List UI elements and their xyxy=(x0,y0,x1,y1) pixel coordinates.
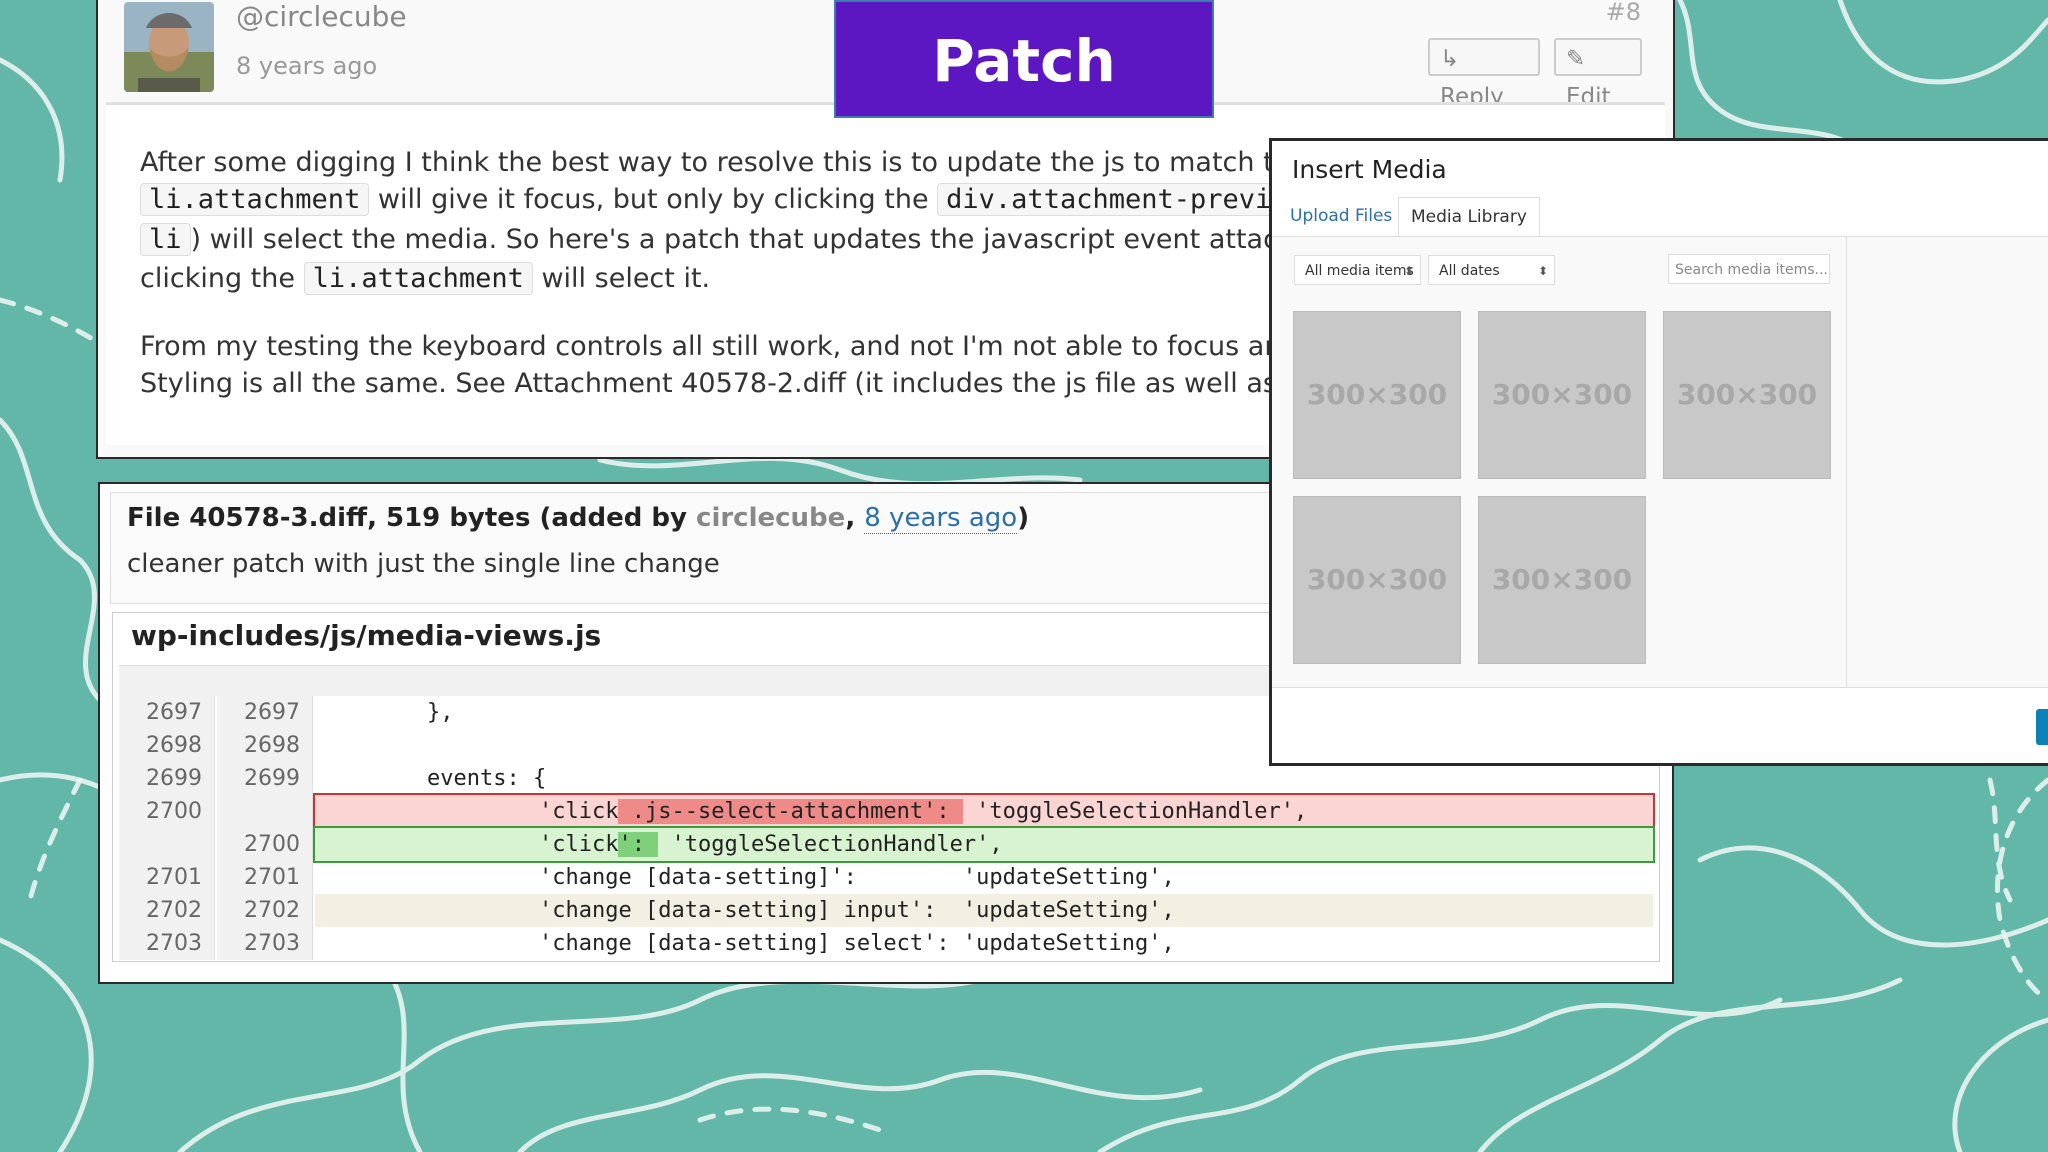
inline-code: li.attachment xyxy=(140,183,370,216)
text: clicking the xyxy=(140,263,304,294)
old-line-number: 2700 xyxy=(119,795,215,828)
media-type-filter[interactable]: All media items⬍ xyxy=(1294,255,1421,285)
removed-text: .js--select-attachment': xyxy=(618,799,963,824)
media-thumbnail[interactable]: 300×300 xyxy=(1293,311,1461,479)
old-line-number xyxy=(119,828,215,861)
search-input[interactable]: Search media items... xyxy=(1668,254,1830,284)
code-line: 'change [data-setting]': 'updateSetting'… xyxy=(539,865,1175,890)
comment-number[interactable]: #8 xyxy=(1605,0,1641,26)
separator: , xyxy=(845,503,865,533)
filter-value: All dates xyxy=(1439,263,1500,279)
inline-code: li xyxy=(140,223,191,256)
comment-time[interactable]: 8 years ago xyxy=(236,52,378,80)
slide-title: Patch xyxy=(834,0,1214,118)
paragraph-1-line-2: li.attachment will give it focus, but on… xyxy=(140,180,1354,219)
new-line-number: 2700 xyxy=(217,828,313,861)
new-line-number: 2703 xyxy=(217,927,313,960)
inline-code: div.attachment-preview xyxy=(937,183,1313,216)
diff-row: 2700 'click .js--select-attachment': 'tog… xyxy=(119,793,1655,830)
added-text: ': xyxy=(618,832,659,857)
media-thumbnail[interactable]: 300×300 xyxy=(1293,496,1461,664)
attachment-description: cleaner patch with just the single line … xyxy=(127,549,720,579)
code-line: }, xyxy=(427,700,454,725)
file-label: File 40578-3.diff, 519 bytes (added by xyxy=(127,503,697,533)
attachment-author[interactable]: circlecube xyxy=(696,503,846,533)
paragraph-1-line-1: After some digging I think the best way … xyxy=(140,147,1395,178)
inline-code: li.attachment xyxy=(303,262,533,295)
tab-media-library[interactable]: Media Library xyxy=(1398,197,1540,237)
code-text: 'toggleSelectionHandler', xyxy=(658,832,1003,857)
old-line-number: 2698 xyxy=(119,729,215,762)
old-line-number: 2703 xyxy=(119,927,215,960)
avatar-image xyxy=(124,2,214,92)
reply-button[interactable]: ↳ Reply xyxy=(1428,38,1540,110)
text: ) will select the media. So here's a pat… xyxy=(190,224,1401,255)
close-paren: ) xyxy=(1017,503,1030,533)
file-path: wp-includes/js/media-views.js xyxy=(131,619,602,652)
text: will give it focus, but only by clicking… xyxy=(369,184,938,215)
chevron-updown-icon: ⬍ xyxy=(1537,264,1548,278)
old-line-number: 2697 xyxy=(119,696,215,729)
chevron-updown-icon: ⬍ xyxy=(1403,264,1414,278)
old-line-number: 2702 xyxy=(119,894,215,927)
divider xyxy=(1272,687,2048,688)
code-text: 'click xyxy=(539,799,619,824)
paragraph-2-line-2: Styling is all the same. See Attachment … xyxy=(140,368,1406,399)
new-line-number: 2699 xyxy=(217,762,313,795)
media-thumbnail[interactable]: 300×300 xyxy=(1663,311,1831,479)
paragraph-2-line-1: From my testing the keyboard controls al… xyxy=(140,331,1374,362)
date-filter[interactable]: All dates ⬍ xyxy=(1428,255,1555,285)
insert-media-modal: Insert Media Upload Files Media Library … xyxy=(1272,141,2048,763)
comment-author[interactable]: @circlecube xyxy=(236,0,407,33)
text: will select it. xyxy=(532,263,711,294)
media-thumbnail[interactable]: 300×300 xyxy=(1478,496,1646,664)
new-line-number: 2701 xyxy=(217,861,313,894)
code-text: 'click xyxy=(539,832,619,857)
media-thumbnail[interactable]: 300×300 xyxy=(1478,311,1646,479)
insert-button[interactable] xyxy=(2036,709,2048,745)
avatar[interactable] xyxy=(124,2,214,92)
modal-title: Insert Media xyxy=(1292,155,1447,184)
diff-panel: File 40578-3.diff, 519 bytes (added by c… xyxy=(100,484,1672,982)
tab-upload-files[interactable]: Upload Files xyxy=(1290,206,1393,226)
filter-value: All media items xyxy=(1305,263,1414,279)
divider xyxy=(1846,237,1847,687)
old-line-number: 2699 xyxy=(119,762,215,795)
code-line: 'click': 'toggleSelectionHandler', xyxy=(313,826,1655,863)
code-line: 'change [data-setting] select': 'updateS… xyxy=(539,931,1175,956)
divider xyxy=(1272,236,2048,237)
paragraph-1-line-4: clicking the li.attachment will select i… xyxy=(140,259,710,298)
code-line: events: { xyxy=(427,766,547,791)
new-line-number xyxy=(217,795,313,828)
edit-button[interactable]: ✎ Edit xyxy=(1554,38,1642,110)
code-text: 'toggleSelectionHandler', xyxy=(962,799,1308,824)
new-line-number: 2698 xyxy=(217,729,313,762)
code-line: 'change [data-setting] input': 'updateSe… xyxy=(315,894,1653,927)
old-line-number: 2701 xyxy=(119,861,215,894)
code-line: 'click .js--select-attachment': 'toggleS… xyxy=(313,793,1655,830)
attachment-header: File 40578-3.diff, 519 bytes (added by c… xyxy=(127,503,1030,534)
diff-row: 2700'click': 'toggleSelectionHandler', xyxy=(119,826,1655,863)
attachment-time-link[interactable]: 8 years ago xyxy=(864,503,1018,534)
paragraph-1-line-3: li) will select the media. So here's a p… xyxy=(140,220,1401,259)
new-line-number: 2702 xyxy=(217,894,313,927)
new-line-number: 2697 xyxy=(217,696,313,729)
